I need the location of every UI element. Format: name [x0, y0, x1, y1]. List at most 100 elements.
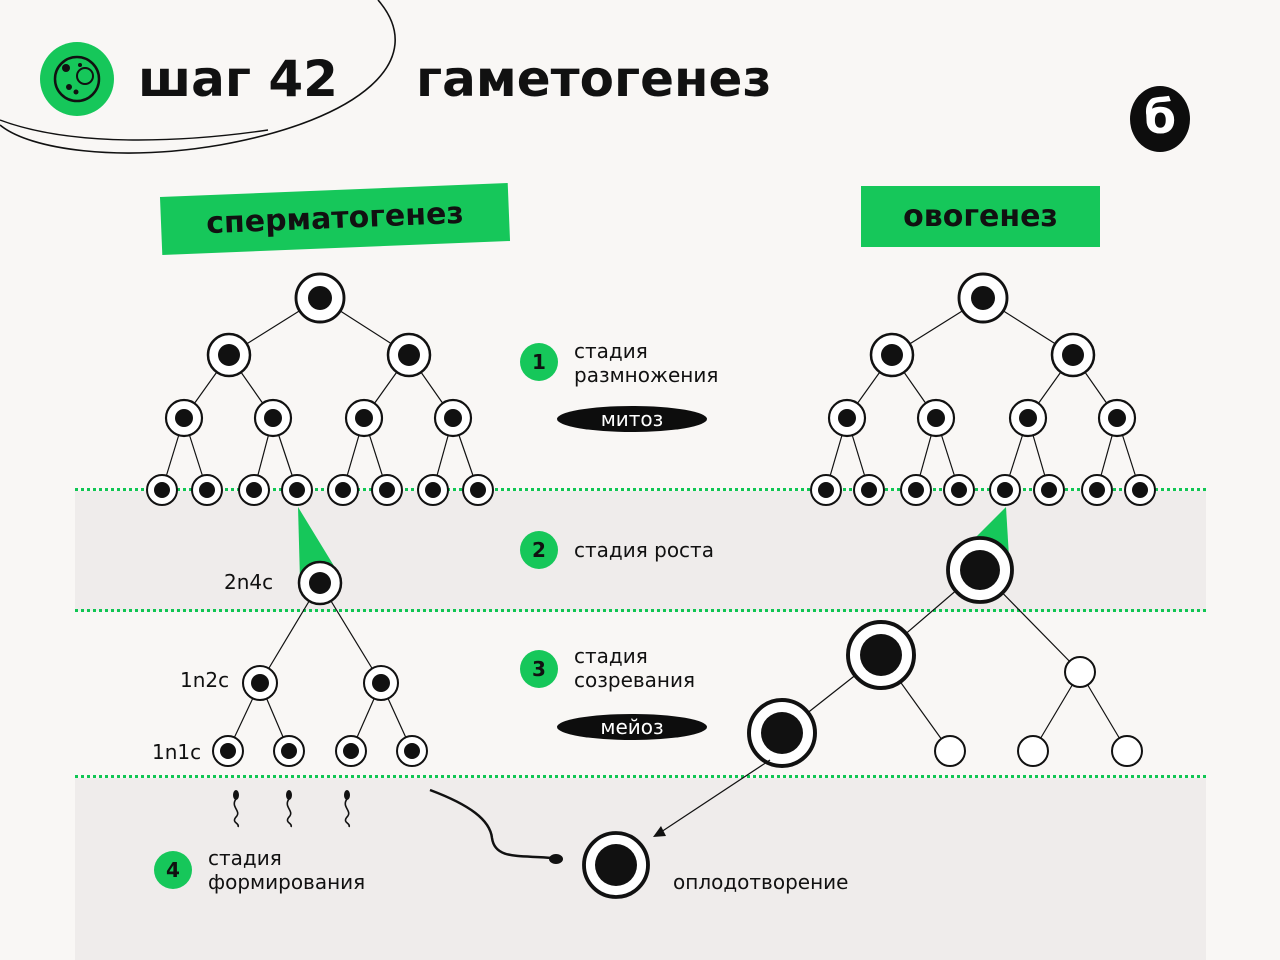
- sperm-head: [286, 790, 292, 800]
- secondary-spermatocyte: [362, 664, 400, 702]
- cell-nucleus: [335, 482, 351, 498]
- spermatid: [273, 735, 305, 767]
- stage-title-line2: созревания: [574, 668, 696, 692]
- cell-nucleus: [960, 550, 1000, 590]
- cell-nucleus: [264, 409, 282, 427]
- stage-number-badge: 1: [520, 343, 558, 381]
- polar-body: [1111, 735, 1143, 767]
- cell-nucleus: [908, 482, 924, 498]
- sperm-tail: [344, 798, 351, 828]
- cell-nucleus: [404, 743, 420, 759]
- cell-nucleus: [251, 674, 269, 692]
- primary-cell: [462, 474, 494, 506]
- cell-nucleus: [861, 482, 877, 498]
- cell-nucleus: [1108, 409, 1126, 427]
- step-number: шаг 42: [138, 50, 338, 108]
- stage-divider-2: [75, 609, 1206, 612]
- cell-membrane: [1017, 735, 1049, 767]
- dividing-cell: [869, 332, 915, 378]
- cell-nucleus: [997, 482, 1013, 498]
- stage-title-line2: размножения: [574, 363, 719, 387]
- cell-nucleus: [838, 409, 856, 427]
- cell-nucleus: [425, 482, 441, 498]
- arrow-to-egg: [657, 759, 771, 835]
- cell-nucleus: [1132, 482, 1148, 498]
- primary-cell: [146, 474, 178, 506]
- sperm-tail: [233, 798, 240, 828]
- dividing-cell: [1097, 398, 1137, 438]
- progenitor-cell: [957, 272, 1009, 324]
- cell-nucleus: [860, 634, 902, 676]
- stage-divider-3: [75, 775, 1206, 778]
- dividing-cell: [827, 398, 867, 438]
- cell-nucleus: [372, 674, 390, 692]
- cell-nucleus: [470, 482, 486, 498]
- cell-nucleus: [355, 409, 373, 427]
- sperm-head: [549, 854, 563, 864]
- cell-nucleus: [343, 743, 359, 759]
- primary-cell: [989, 474, 1021, 506]
- spermatid: [212, 735, 244, 767]
- mitosis-badge: митоз: [557, 406, 707, 432]
- secondary-oocyte: [846, 620, 916, 690]
- progenitor-cell: [294, 272, 346, 324]
- sperm-cell: [233, 790, 240, 828]
- secondary-spermatocyte: [241, 664, 279, 702]
- stage-number-badge: 3: [520, 650, 558, 688]
- cell-membrane: [1111, 735, 1143, 767]
- ploidy-label-2n4c: 2n4c: [224, 570, 274, 594]
- cell-nucleus: [398, 344, 420, 366]
- stage-number-badge: 4: [154, 851, 192, 889]
- sperm-head: [233, 790, 239, 800]
- cell-nucleus: [289, 482, 305, 498]
- cell-nucleus: [818, 482, 834, 498]
- sperm-tail: [286, 798, 293, 828]
- cell-membrane: [1064, 656, 1096, 688]
- ploidy-label-1n1c: 1n1c: [152, 740, 202, 764]
- cell-nucleus: [246, 482, 262, 498]
- sperm-cell: [344, 790, 351, 828]
- stage-number-badge: 2: [520, 531, 558, 569]
- polar-body: [934, 735, 966, 767]
- stage-title-line1: стадия: [574, 644, 648, 668]
- dividing-cell: [206, 332, 252, 378]
- primary-cell: [810, 474, 842, 506]
- cell-nucleus: [761, 712, 803, 754]
- cell-nucleus: [1062, 344, 1084, 366]
- brand-logo: б: [1130, 86, 1190, 152]
- sperm-cell: [286, 790, 293, 828]
- cell-nucleus: [175, 409, 193, 427]
- cell-membrane: [934, 735, 966, 767]
- cell-nucleus: [379, 482, 395, 498]
- stage-title-line1: стадия: [208, 846, 282, 870]
- arrowhead: [653, 826, 666, 837]
- cell-nucleus: [154, 482, 170, 498]
- spermatid: [396, 735, 428, 767]
- cell-nucleus: [281, 743, 297, 759]
- dividing-cell: [344, 398, 384, 438]
- cell-nucleus: [1089, 482, 1105, 498]
- cell-logo-icon: [40, 42, 114, 116]
- primary-cell: [281, 474, 313, 506]
- spermatid: [335, 735, 367, 767]
- header-swoosh-decoration: [0, 119, 269, 141]
- header-swoosh-decoration: [0, 0, 396, 154]
- primary-cell: [943, 474, 975, 506]
- oogenesis-label: овогенез: [861, 186, 1100, 247]
- dividing-cell: [916, 398, 956, 438]
- dividing-cell: [386, 332, 432, 378]
- cell-nucleus: [220, 743, 236, 759]
- primary-cell: [417, 474, 449, 506]
- dividing-cell: [253, 398, 293, 438]
- cell-nucleus: [1041, 482, 1057, 498]
- primary-cell: [371, 474, 403, 506]
- cell-nucleus: [951, 482, 967, 498]
- cell-nucleus: [881, 344, 903, 366]
- growth-stage-band: [75, 491, 1206, 611]
- page-title: гаметогенез: [416, 50, 772, 108]
- cell-nucleus: [595, 844, 637, 886]
- cell-nucleus: [1019, 409, 1037, 427]
- ootid: [747, 698, 817, 768]
- meiosis-badge: мейоз: [557, 714, 707, 740]
